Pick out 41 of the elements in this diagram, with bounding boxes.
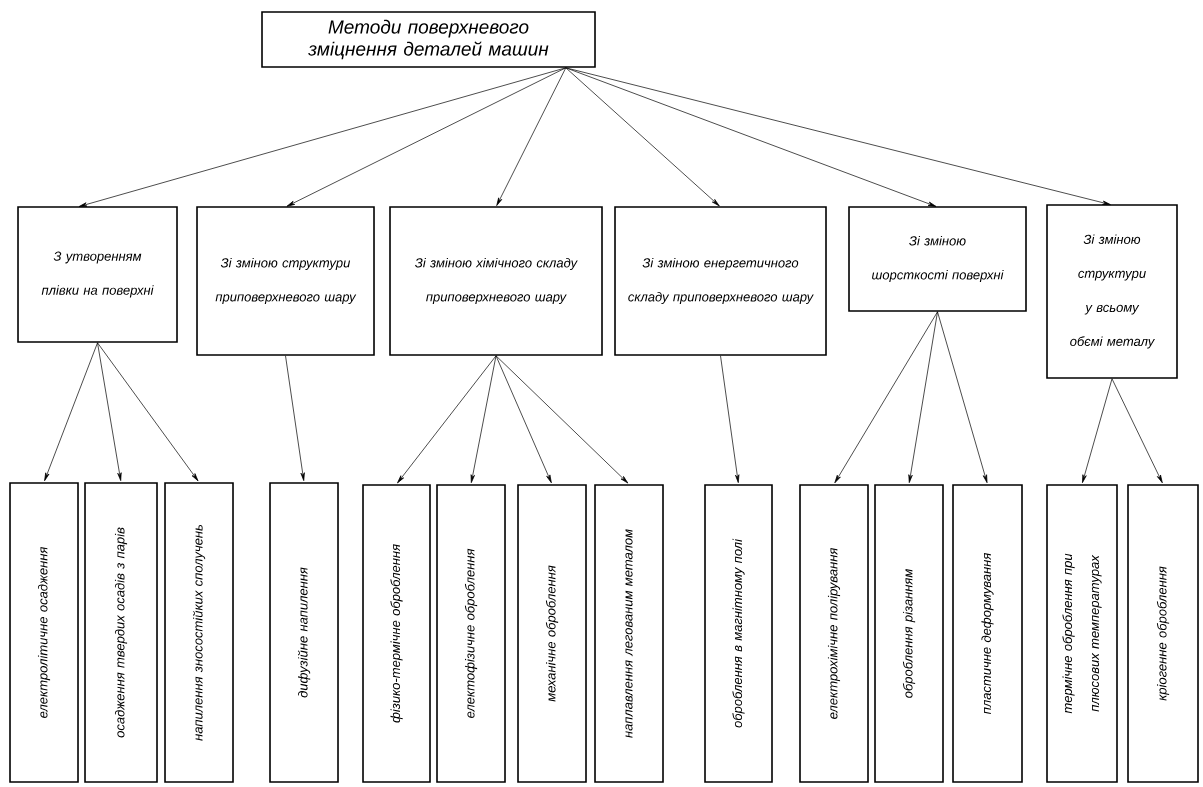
arrow: [78, 67, 567, 207]
category-box: Зі зміною енергетичного складу приповерхневого шару: [614, 206, 827, 356]
category-box: Зі зміною структури приповерхневого шару: [196, 206, 375, 356]
arrow: [1111, 378, 1163, 484]
arrow: [470, 355, 497, 483]
category-box: Зі зміною шорсткості поверхні: [848, 206, 1027, 312]
method-box: електофізичне оброблення: [436, 484, 506, 783]
category-box: Зі зміною структури у всьому обємі металу: [1046, 204, 1178, 379]
method-box: пластичне деформування: [952, 484, 1023, 783]
method-box: електролітичне осадження: [9, 482, 79, 783]
arrow: [565, 67, 937, 207]
arrow: [565, 67, 1111, 205]
method-box: оброблення різанням: [874, 484, 944, 783]
method-box: оброблення в магнітному полі: [704, 484, 773, 783]
arrow: [495, 355, 629, 484]
method-box: електрохімічне полірування: [799, 484, 869, 783]
arrow: [720, 355, 740, 483]
arrow: [1082, 378, 1113, 484]
arrow: [937, 311, 988, 484]
method-box: фізико-термічне оброблення: [362, 484, 431, 783]
arrow: [397, 355, 497, 484]
arrow: [908, 311, 938, 483]
arrow: [97, 342, 199, 482]
method-box: кріогенне оброблення: [1127, 484, 1199, 783]
method-box: механічне оброблення: [517, 484, 587, 783]
title-box: Методи поверхневого зміцнення деталей машин: [261, 11, 596, 68]
method-box: осадження твердих осадів з парів: [84, 482, 158, 783]
arrow: [496, 67, 567, 206]
arrow: [44, 342, 98, 482]
arrow: [834, 311, 938, 484]
arrow: [97, 342, 122, 481]
arrow: [495, 355, 552, 484]
category-box: Зі зміною хімічного складу приповерхневого шару: [389, 206, 603, 356]
method-box: наплавлення легованим металом: [594, 484, 664, 783]
method-box: напилення зносостійких сполучень: [164, 482, 234, 783]
method-box: термічне оброблення при плюсових температурах: [1046, 484, 1118, 783]
arrow: [285, 355, 305, 481]
method-box: дифузійне напилення: [269, 482, 339, 783]
arrow: [565, 67, 720, 207]
arrow: [286, 67, 567, 207]
category-box: З утворенням плівки на поверхні: [17, 206, 178, 343]
